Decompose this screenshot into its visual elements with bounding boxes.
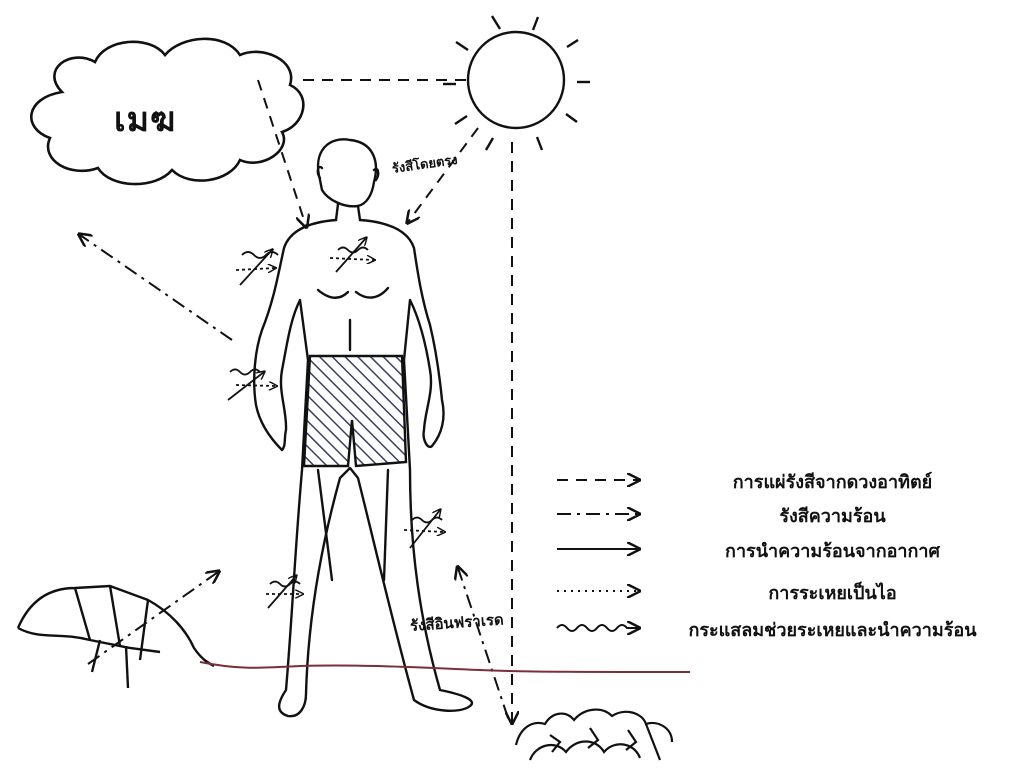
legend-text-thermal-radiation: รังสีความร้อน <box>660 501 1005 530</box>
thermal-radiation-out-arrow <box>80 235 232 340</box>
infrared-ground-arrow <box>458 568 508 718</box>
cloud-label: เมฆ <box>114 92 176 146</box>
legend-text-evaporation: การระเหยเป็นไอ <box>660 578 1005 607</box>
cloud-to-body-arrow <box>258 80 306 226</box>
legend-text-solar-radiation: การแผ่รังสีจากดวงอาทิตย์ <box>660 467 1005 496</box>
legend-text-wind: กระแสลมช่วยระเหยและนำความร้อน <box>660 615 1005 644</box>
chest-evaporation-arrows <box>336 238 366 272</box>
rock-icon <box>18 586 214 688</box>
sun-icon <box>443 16 590 150</box>
knee-evaporation-arrows <box>410 510 440 548</box>
hip-evaporation-arrows <box>228 372 264 400</box>
legend-wavy-arrow <box>557 625 638 631</box>
shorts <box>304 356 406 466</box>
legend-symbols <box>557 480 638 631</box>
ground-line <box>200 662 690 672</box>
legend-text-heat-conduction: การนำความร้อนจากอากาศ <box>660 536 1005 565</box>
stones-icon <box>516 710 672 760</box>
